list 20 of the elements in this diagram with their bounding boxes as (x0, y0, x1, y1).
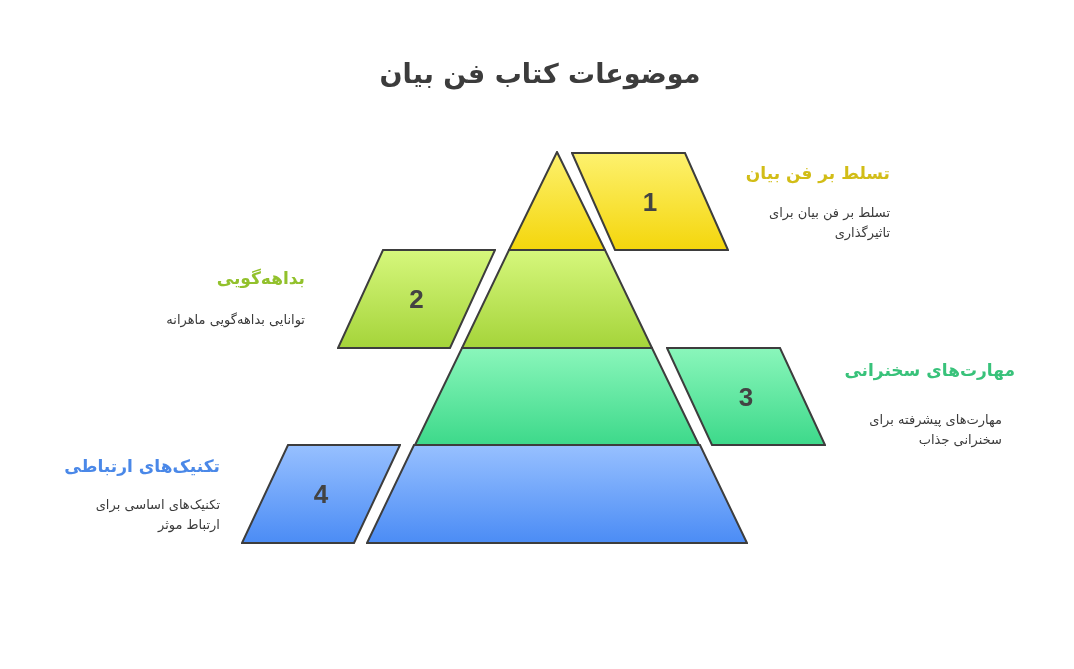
tier-description: تسلط بر فن بیان برای تاثیرگذاری (768, 204, 890, 243)
parallelogram-tile (337, 249, 496, 349)
tier-description: مهارت‌های پیشرفته برای سخنرانی جذاب (868, 411, 1002, 450)
diagram-title: موضوعات کتاب فن بیان (379, 57, 701, 92)
tier-number: 1 (642, 188, 658, 215)
pyramid-tier (461, 249, 653, 349)
tier-description: تکنیک‌های اساسی برای ارتباط موثر (94, 496, 220, 535)
tier-heading: بداهه‌گویی (216, 267, 305, 289)
parallelogram-tile (571, 152, 729, 251)
parallelogram-tile (666, 347, 826, 446)
tier-heading: مهارت‌های سخنرانی (844, 359, 1015, 381)
tier-heading: تسلط بر فن بیان (745, 162, 890, 184)
tier-number: 3 (738, 383, 754, 410)
pyramid-top-tier (508, 151, 606, 251)
tier-number: 2 (409, 286, 424, 312)
pyramid-tier (414, 347, 700, 446)
tier-description: توانایی بداهه‌گویی ماهرانه (166, 311, 305, 330)
tier-number: 4 (313, 481, 329, 507)
parallelogram-tile (241, 444, 401, 544)
tier-heading: تکنیک‌های ارتباطی (64, 455, 220, 477)
